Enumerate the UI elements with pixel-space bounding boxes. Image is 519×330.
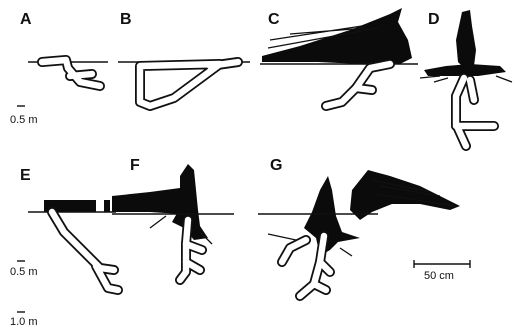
- panel-label-a: A: [20, 11, 32, 28]
- depth-marker-bottom-lower: 1.0 m: [10, 312, 38, 328]
- panel-label-d: D: [428, 11, 440, 28]
- scale-bar: 50 cm: [414, 260, 470, 282]
- burrow-diagram-b: [118, 62, 250, 106]
- depth-marker-bottom-upper: 0.5 m: [10, 261, 38, 278]
- depth-label-bottom-lower: 1.0 m: [10, 316, 38, 328]
- scale-bar-label: 50 cm: [424, 270, 454, 282]
- stem-g: [304, 176, 360, 256]
- canopy-mass-f: [112, 188, 184, 214]
- burrow-diagram-e: [28, 200, 118, 290]
- surface-mass-e-right: [104, 200, 110, 212]
- canopy-mass-g: [350, 170, 460, 220]
- depth-label-bottom-upper: 0.5 m: [10, 266, 38, 278]
- panel-label-c: C: [268, 11, 280, 28]
- depth-label-top: 0.5 m: [10, 114, 38, 126]
- panel-label-e: E: [20, 167, 31, 184]
- burrow-diagram-c: [260, 8, 418, 106]
- burrow-diagram-f: [112, 164, 234, 280]
- panel-label-f: F: [130, 157, 140, 174]
- panel-label-b: B: [120, 11, 132, 28]
- stem-d: [456, 10, 476, 70]
- depth-marker-top: 0.5 m: [10, 106, 38, 126]
- burrow-diagram-a: [28, 60, 108, 86]
- burrow-diagram-d: [420, 10, 512, 146]
- panel-label-g: G: [270, 157, 282, 174]
